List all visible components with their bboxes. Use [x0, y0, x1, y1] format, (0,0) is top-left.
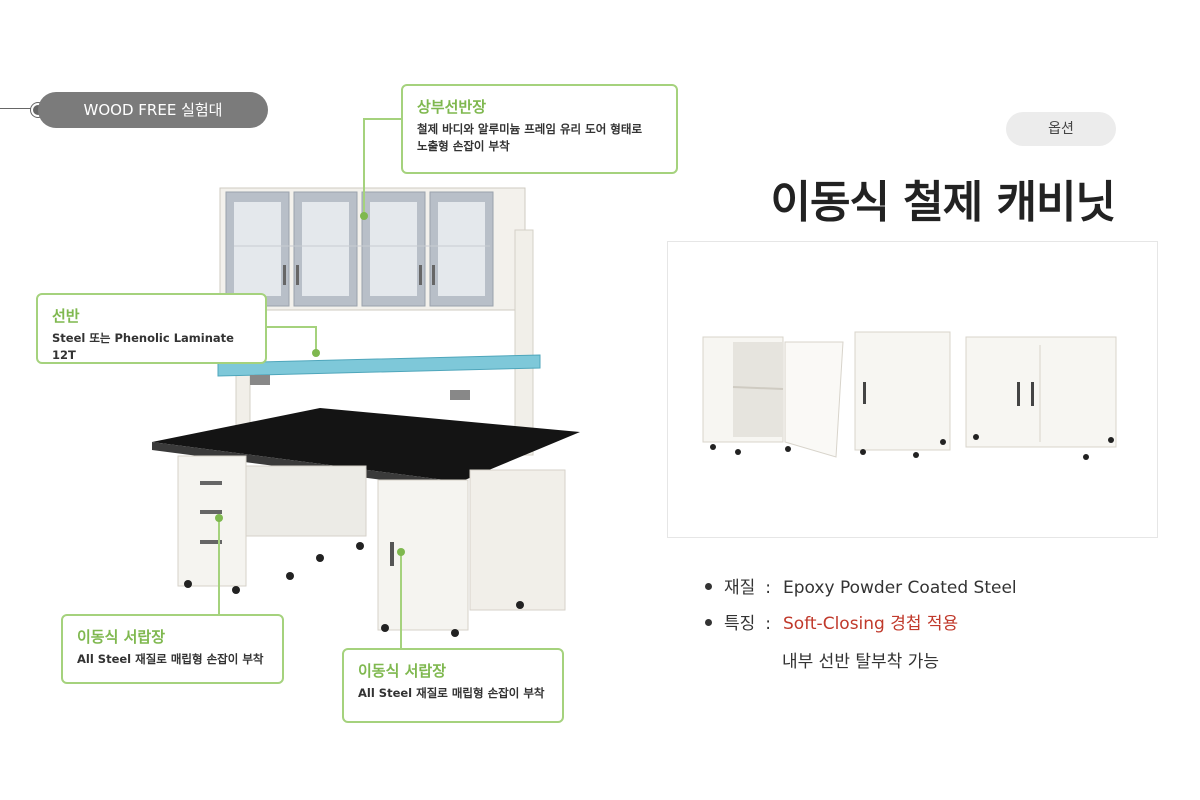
- callout-title: 선반: [52, 307, 80, 325]
- callout-upper-cabinet: 상부선반장 철제 바디와 알루미늄 프레임 유리 도어 형태로 노출형 손잡이 …: [401, 84, 678, 174]
- callout-title: 상부선반장: [417, 98, 487, 116]
- shelf-callout-line-h: [266, 326, 316, 328]
- tag-connector-line: [0, 108, 36, 109]
- drawer-left-callout-line: [218, 518, 220, 614]
- callout-desc-line1: 철제 바디와 알루미늄 프레임 유리 도어 형태로: [417, 122, 643, 136]
- callout-shelf: 선반 Steel 또는 Phenolic Laminate 12T: [36, 293, 267, 364]
- spec-material: 재질: Epoxy Powder Coated Steel: [705, 573, 1017, 598]
- shelf-callout-dot: [312, 349, 320, 357]
- upper-callout-line: [363, 118, 365, 216]
- spec-feature: 특징: Soft-Closing 경첩 적용: [705, 609, 958, 634]
- upper-callout-dot: [360, 212, 368, 220]
- upper-cabinet-glass-doors: [225, 191, 494, 307]
- bullet-icon: [705, 582, 712, 590]
- drawer-left-callout-dot: [215, 514, 223, 522]
- callout-title: 이동식 서랍장: [358, 662, 447, 680]
- callout-drawer-right: 이동식 서랍장 All Steel 재질로 매립형 손잡이 부착: [342, 648, 564, 723]
- spec-colon: :: [765, 614, 772, 634]
- callout-desc: All Steel 재질로 매립형 손잡이 부착: [77, 652, 264, 666]
- callout-desc: Steel 또는 Phenolic Laminate 12T: [52, 331, 234, 362]
- mobile-cabinets-illustration: [702, 331, 1117, 460]
- callout-desc: All Steel 재질로 매립형 손잡이 부착: [358, 686, 545, 700]
- spec-feature-cont: 내부 선반 탈부착 가능: [782, 652, 939, 672]
- spec-colon: :: [765, 578, 772, 598]
- drawer-right-callout-line: [400, 552, 402, 649]
- spec-value: Epoxy Powder Coated Steel: [783, 578, 1017, 598]
- drawer-right-callout-dot: [397, 548, 405, 556]
- product-photo-frame: [667, 241, 1158, 538]
- callout-title: 이동식 서랍장: [77, 628, 166, 646]
- bullet-icon: [705, 618, 712, 626]
- spec-value-highlight: Soft-Closing 경첩 적용: [783, 614, 959, 634]
- page-title: 이동식 철제 캐비닛: [770, 177, 1116, 228]
- callout-desc-line2: 노출형 손잡이 부착: [417, 139, 510, 153]
- callout-drawer-left: 이동식 서랍장 All Steel 재질로 매립형 손잡이 부착: [61, 614, 284, 684]
- product-tag: WOOD FREE 실험대: [38, 92, 268, 128]
- option-badge: 옵션: [1006, 112, 1116, 146]
- upper-callout-line-h: [363, 118, 403, 120]
- spec-key: 특징: [724, 614, 756, 634]
- shelf-callout-line-v: [315, 326, 317, 352]
- spec-key: 재질: [724, 578, 756, 598]
- lab-bench-illustration: [152, 187, 580, 637]
